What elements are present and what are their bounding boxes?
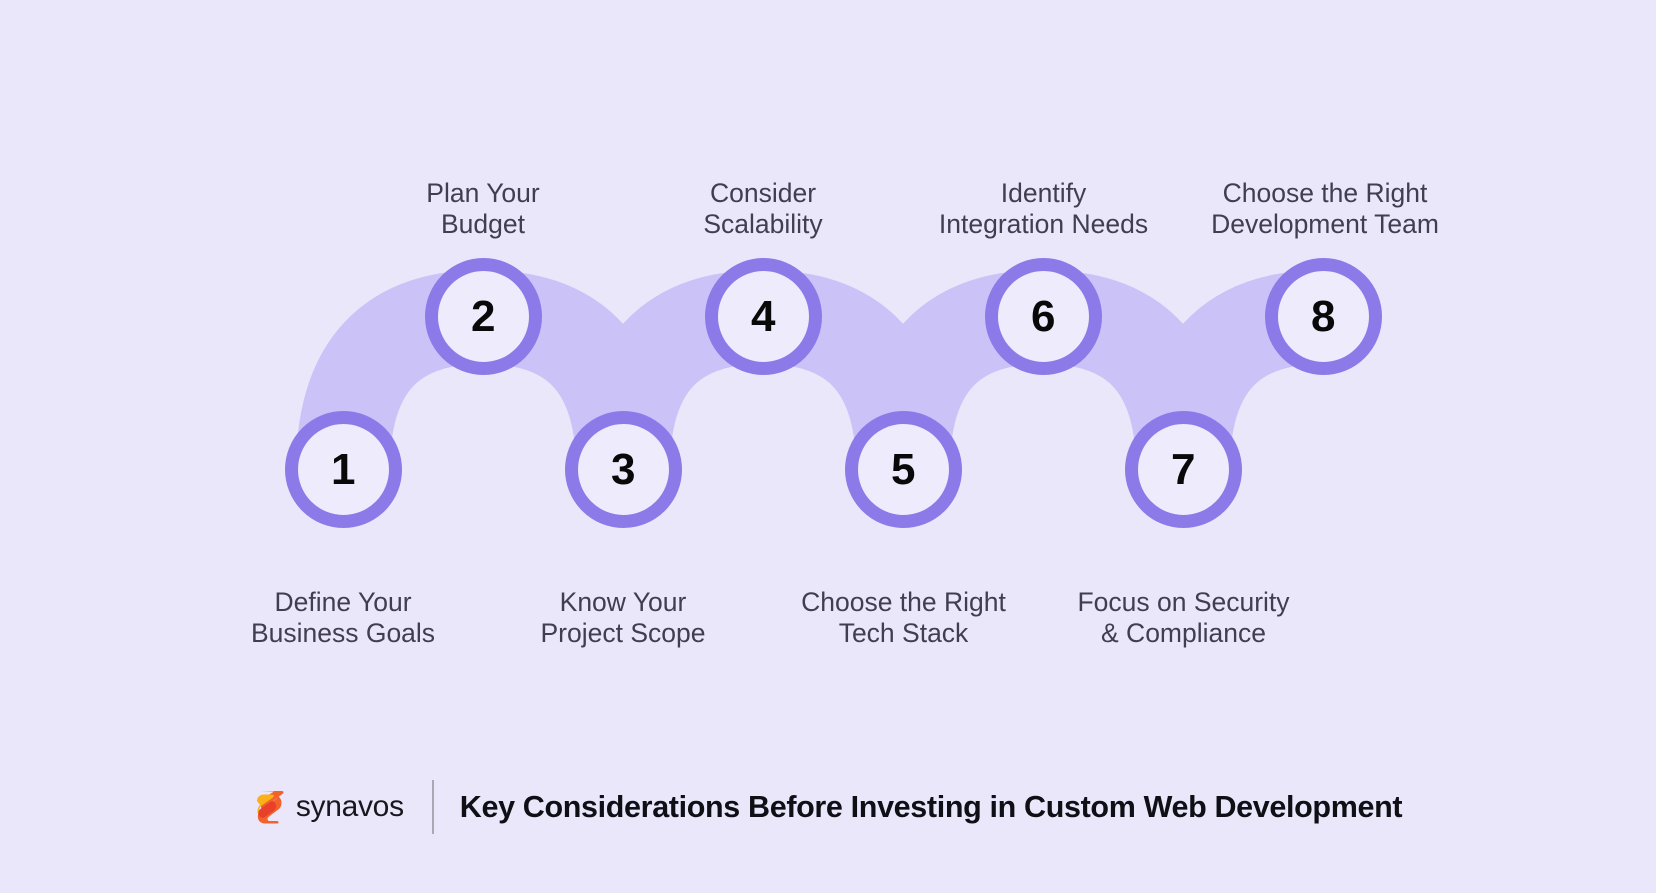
step-number-2: 2 [471, 291, 496, 341]
process-flow-diagram: 1 Define Your Business Goals 2 Plan Your… [250, 178, 1439, 648]
step-label-4: Consider Scalability [703, 178, 823, 239]
step-number-4: 4 [751, 291, 776, 341]
step-node-4[interactable]: 4 [705, 258, 822, 375]
step-label-7: Focus on Security & Compliance [1077, 587, 1290, 648]
synavos-s-ribbon-logo-icon [256, 791, 284, 824]
step-node-6[interactable]: 6 [985, 258, 1102, 375]
step-number-5: 5 [891, 444, 916, 494]
step-node-3[interactable]: 3 [565, 411, 682, 528]
step-node-7[interactable]: 7 [1125, 411, 1242, 528]
step-label-2: Plan Your Budget [426, 178, 540, 239]
step-label-8: Choose the Right Development Team [1211, 178, 1439, 239]
step-label-1: Define Your Business Goals [250, 587, 436, 648]
step-number-6: 6 [1031, 291, 1056, 341]
step-number-1: 1 [331, 444, 356, 494]
brand-name: synavos [295, 790, 404, 823]
step-label-5: Choose the Right Tech Stack [801, 587, 1006, 648]
step-node-8[interactable]: 8 [1265, 258, 1382, 375]
brand-lockup: synavos [254, 788, 404, 826]
footer-bar: synavos Key Considerations Before Invest… [0, 772, 1656, 842]
step-number-7: 7 [1171, 444, 1196, 494]
step-node-5[interactable]: 5 [845, 411, 962, 528]
step-number-8: 8 [1311, 291, 1336, 341]
step-number-3: 3 [611, 444, 636, 494]
footer-divider [431, 780, 434, 834]
step-label-3: Know Your Project Scope [540, 587, 706, 648]
step-node-2[interactable]: 2 [425, 258, 542, 375]
step-label-6: Identify Integration Needs [938, 178, 1149, 239]
footer-title: Key Considerations Before Investing in C… [459, 789, 1403, 824]
step-node-1[interactable]: 1 [285, 411, 402, 528]
